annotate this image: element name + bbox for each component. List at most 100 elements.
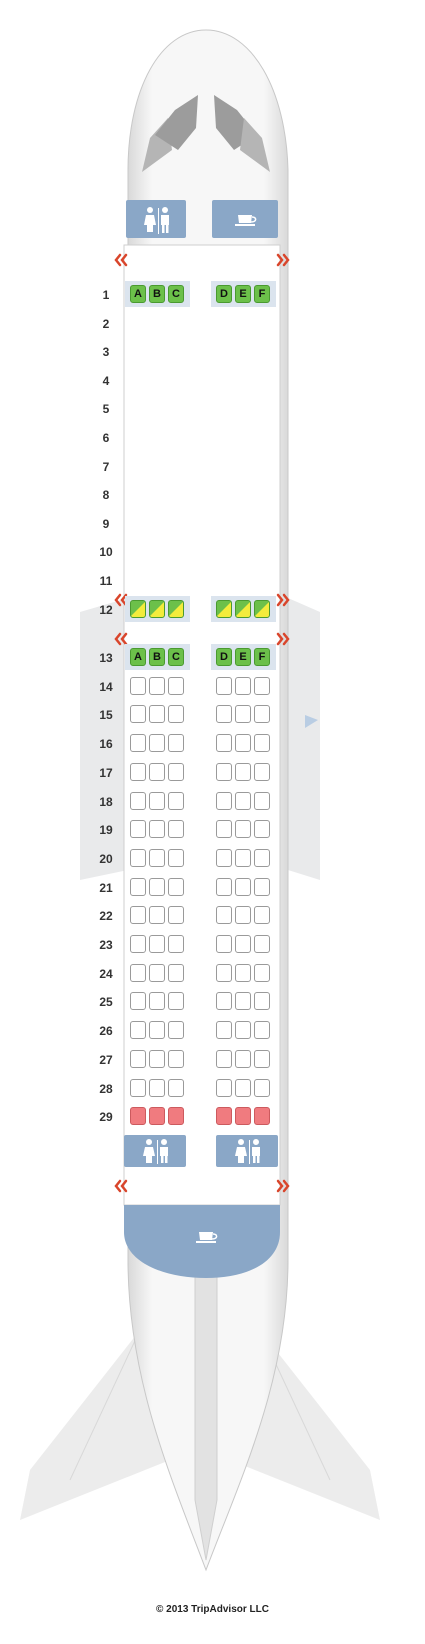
seat-23A[interactable] <box>130 935 146 953</box>
seat-15A[interactable] <box>130 705 146 723</box>
seat-14D[interactable] <box>216 677 232 695</box>
seat-28F[interactable] <box>254 1079 270 1097</box>
seat-24D[interactable] <box>216 964 232 982</box>
seat-13F[interactable]: F <box>254 648 270 666</box>
seat-16A[interactable] <box>130 734 146 752</box>
seat-1F[interactable]: F <box>254 285 270 303</box>
seat-27C[interactable] <box>168 1050 184 1068</box>
seat-25C[interactable] <box>168 992 184 1010</box>
seat-15E[interactable] <box>235 705 251 723</box>
seat-26C[interactable] <box>168 1021 184 1039</box>
seat-16E[interactable] <box>235 734 251 752</box>
seat-20D[interactable] <box>216 849 232 867</box>
seat-12E[interactable] <box>235 600 251 618</box>
seat-24B[interactable] <box>149 964 165 982</box>
seat-22A[interactable] <box>130 906 146 924</box>
seat-19C[interactable] <box>168 820 184 838</box>
seat-14C[interactable] <box>168 677 184 695</box>
seat-22B[interactable] <box>149 906 165 924</box>
seat-20C[interactable] <box>168 849 184 867</box>
seat-18D[interactable] <box>216 792 232 810</box>
seat-23C[interactable] <box>168 935 184 953</box>
seat-14F[interactable] <box>254 677 270 695</box>
seat-21F[interactable] <box>254 878 270 896</box>
seat-17F[interactable] <box>254 763 270 781</box>
seat-12B[interactable] <box>149 600 165 618</box>
seat-18B[interactable] <box>149 792 165 810</box>
seat-13C[interactable]: C <box>168 648 184 666</box>
seat-21B[interactable] <box>149 878 165 896</box>
seat-23D[interactable] <box>216 935 232 953</box>
seat-14B[interactable] <box>149 677 165 695</box>
seat-18A[interactable] <box>130 792 146 810</box>
seat-12A[interactable] <box>130 600 146 618</box>
seat-23E[interactable] <box>235 935 251 953</box>
seat-26B[interactable] <box>149 1021 165 1039</box>
seat-28C[interactable] <box>168 1079 184 1097</box>
seat-24F[interactable] <box>254 964 270 982</box>
seat-26F[interactable] <box>254 1021 270 1039</box>
seat-23B[interactable] <box>149 935 165 953</box>
seat-26D[interactable] <box>216 1021 232 1039</box>
seat-27D[interactable] <box>216 1050 232 1068</box>
seat-13D[interactable]: D <box>216 648 232 666</box>
seat-26E[interactable] <box>235 1021 251 1039</box>
seat-17E[interactable] <box>235 763 251 781</box>
seat-29D[interactable] <box>216 1107 232 1125</box>
seat-14E[interactable] <box>235 677 251 695</box>
seat-16F[interactable] <box>254 734 270 752</box>
seat-21A[interactable] <box>130 878 146 896</box>
seat-20A[interactable] <box>130 849 146 867</box>
seat-24E[interactable] <box>235 964 251 982</box>
seat-18F[interactable] <box>254 792 270 810</box>
seat-17B[interactable] <box>149 763 165 781</box>
seat-13E[interactable]: E <box>235 648 251 666</box>
seat-15C[interactable] <box>168 705 184 723</box>
seat-29C[interactable] <box>168 1107 184 1125</box>
seat-22D[interactable] <box>216 906 232 924</box>
seat-19B[interactable] <box>149 820 165 838</box>
seat-22F[interactable] <box>254 906 270 924</box>
seat-1C[interactable]: C <box>168 285 184 303</box>
seat-17A[interactable] <box>130 763 146 781</box>
seat-21E[interactable] <box>235 878 251 896</box>
seat-12F[interactable] <box>254 600 270 618</box>
seat-27F[interactable] <box>254 1050 270 1068</box>
seat-25E[interactable] <box>235 992 251 1010</box>
seat-22E[interactable] <box>235 906 251 924</box>
seat-12D[interactable] <box>216 600 232 618</box>
seat-20B[interactable] <box>149 849 165 867</box>
seat-19D[interactable] <box>216 820 232 838</box>
seat-12C[interactable] <box>168 600 184 618</box>
seat-1E[interactable]: E <box>235 285 251 303</box>
seat-21D[interactable] <box>216 878 232 896</box>
seat-16C[interactable] <box>168 734 184 752</box>
seat-25F[interactable] <box>254 992 270 1010</box>
seat-14A[interactable] <box>130 677 146 695</box>
seat-25B[interactable] <box>149 992 165 1010</box>
seat-19F[interactable] <box>254 820 270 838</box>
seat-28D[interactable] <box>216 1079 232 1097</box>
seat-24C[interactable] <box>168 964 184 982</box>
seat-26A[interactable] <box>130 1021 146 1039</box>
seat-29E[interactable] <box>235 1107 251 1125</box>
seat-19E[interactable] <box>235 820 251 838</box>
seat-27A[interactable] <box>130 1050 146 1068</box>
seat-22C[interactable] <box>168 906 184 924</box>
seat-17C[interactable] <box>168 763 184 781</box>
seat-23F[interactable] <box>254 935 270 953</box>
seat-15D[interactable] <box>216 705 232 723</box>
seat-18C[interactable] <box>168 792 184 810</box>
seat-27B[interactable] <box>149 1050 165 1068</box>
seat-20E[interactable] <box>235 849 251 867</box>
seat-24A[interactable] <box>130 964 146 982</box>
seat-16B[interactable] <box>149 734 165 752</box>
seat-27E[interactable] <box>235 1050 251 1068</box>
seat-16D[interactable] <box>216 734 232 752</box>
seat-29A[interactable] <box>130 1107 146 1125</box>
seat-15F[interactable] <box>254 705 270 723</box>
seat-1A[interactable]: A <box>130 285 146 303</box>
seat-17D[interactable] <box>216 763 232 781</box>
seat-25D[interactable] <box>216 992 232 1010</box>
seat-28A[interactable] <box>130 1079 146 1097</box>
